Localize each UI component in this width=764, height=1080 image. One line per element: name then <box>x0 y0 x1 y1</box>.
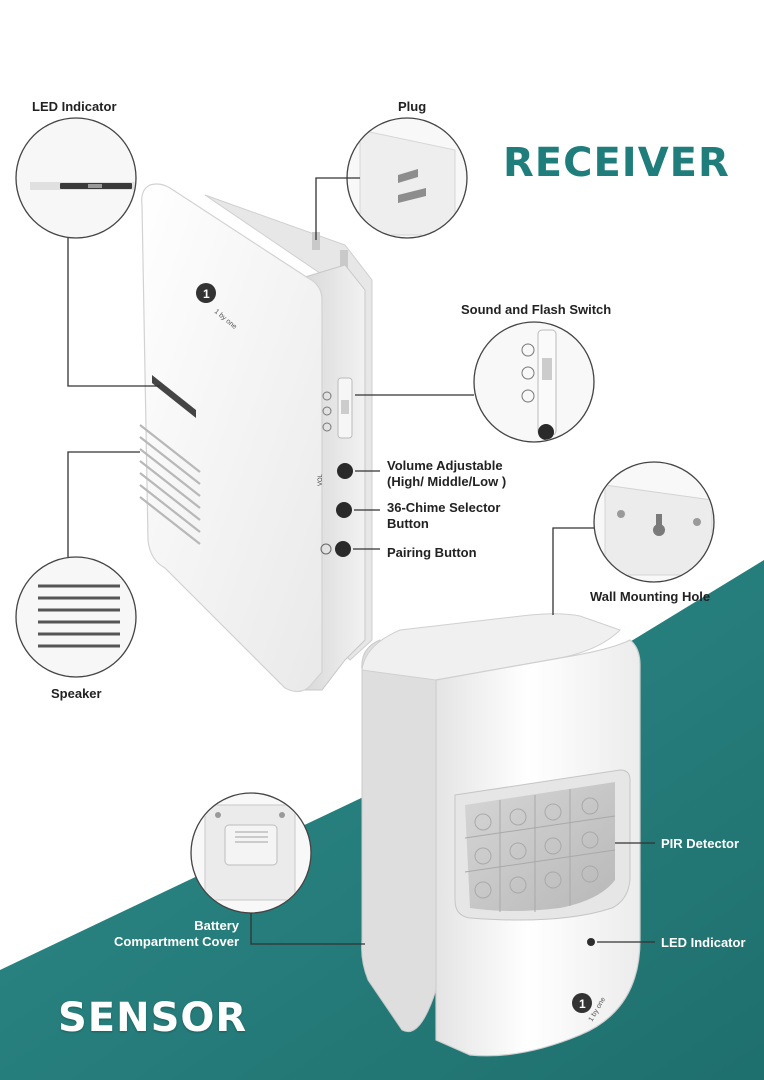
sound-flash-switch-label: Sound and Flash Switch <box>461 302 612 317</box>
speaker-zoom-circle <box>15 556 137 678</box>
leader-lines <box>67 177 655 945</box>
volume-label-line1: Volume Adjustable <box>387 458 503 473</box>
svg-text:1: 1 <box>203 287 210 301</box>
chime-selector-label-line2: Button <box>387 516 429 531</box>
wall-mounting-hole-label: Wall Mounting Hole <box>590 589 711 604</box>
battery-cover-label-line2: Compartment Cover <box>114 934 239 949</box>
pairing-button-label: Pairing Button <box>387 545 477 560</box>
receiver-title: RECEIVER <box>503 140 730 186</box>
pir-detector-label: PIR Detector <box>661 836 740 851</box>
plug-zoom-circle <box>346 117 468 239</box>
sensor-device: 1 1 by one <box>361 613 641 1057</box>
svg-text:1: 1 <box>579 997 586 1011</box>
speaker-label: Speaker <box>51 686 102 701</box>
plug-label: Plug <box>398 99 427 114</box>
led-indicator-zoom-circle <box>15 117 137 239</box>
chime-selector-label-line1: 36-Chime Selector <box>387 500 501 515</box>
receiver-device: 1 1 by one VOL <box>139 183 373 693</box>
speaker-grille <box>139 424 201 545</box>
wall-mounting-hole-zoom-circle <box>593 461 715 583</box>
sound-flash-switch-zoom-circle <box>473 321 595 443</box>
battery-cover-zoom-circle <box>190 792 312 914</box>
sensor-title: SENSOR <box>58 995 248 1041</box>
volume-label-line2: (High/ Middle/Low ) <box>387 474 507 489</box>
svg-text:VOL: VOL <box>318 473 324 486</box>
battery-cover-label-line1: Battery <box>194 918 239 933</box>
led-indicator-label: LED Indicator <box>32 99 117 114</box>
pir-lens-pattern <box>464 789 616 912</box>
sensor-led-indicator-label: LED Indicator <box>661 935 746 950</box>
